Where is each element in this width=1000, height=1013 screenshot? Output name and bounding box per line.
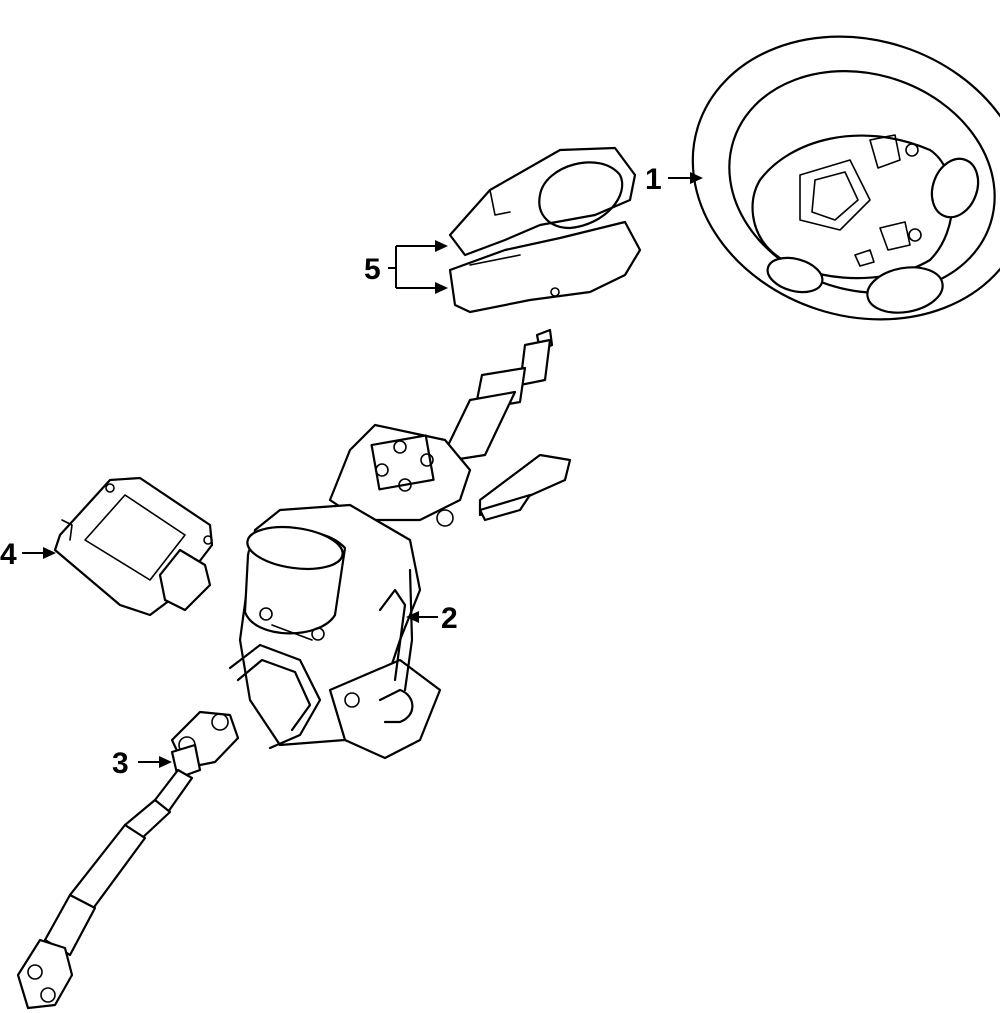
intermediate-shaft-part: [16, 710, 240, 1010]
steering-wheel-part: [691, 35, 1000, 321]
callout-2: 2: [441, 602, 458, 635]
callout-3: 3: [112, 747, 129, 780]
control-module-part: [53, 476, 214, 617]
callout-1: 1: [645, 163, 662, 196]
leader-lines: [22, 172, 703, 768]
callout-5: 5: [364, 253, 381, 286]
callout-4: 4: [0, 538, 17, 571]
steering-column-part: [228, 328, 572, 760]
column-cover-part: [448, 146, 642, 314]
